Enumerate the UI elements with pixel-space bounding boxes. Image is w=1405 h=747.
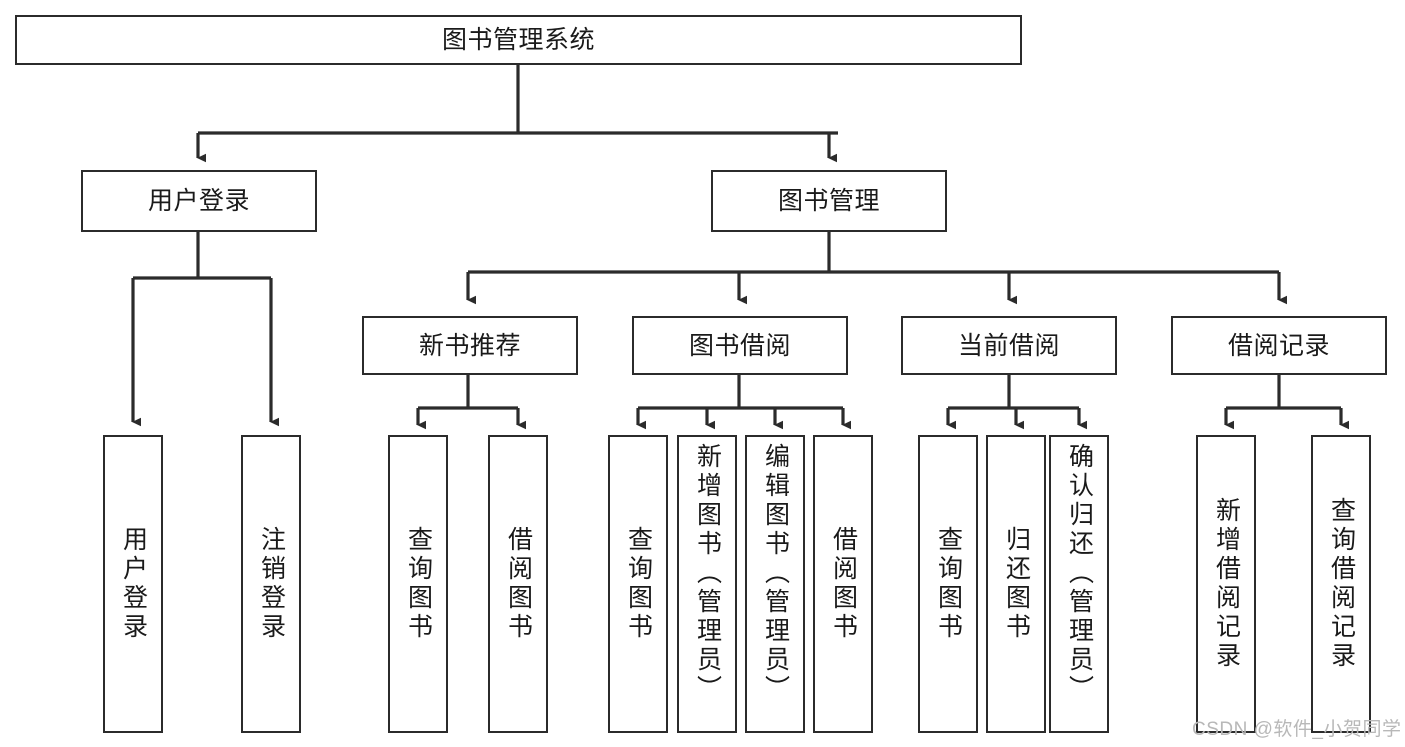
node-label: 借阅图书 bbox=[504, 526, 533, 642]
node-label: 查询图书 bbox=[404, 526, 433, 642]
node-label: 当前借阅 bbox=[957, 331, 1060, 360]
node-label: 图书管理 bbox=[777, 187, 880, 215]
node-label: 注销登录 bbox=[257, 526, 286, 642]
node-book-manage[interactable]: 图书管理 bbox=[711, 170, 947, 232]
node-label: 查询借阅记录 bbox=[1327, 497, 1356, 671]
node-current-borrow[interactable]: 当前借阅 bbox=[901, 316, 1117, 375]
leaf-query-book-recommend[interactable]: 查询图书 bbox=[388, 435, 448, 733]
node-label: 新增借阅记录 bbox=[1212, 497, 1241, 671]
node-label: 图书借阅 bbox=[688, 331, 791, 360]
node-label: 新增图书（管理员） bbox=[693, 443, 722, 704]
leaf-user-login[interactable]: 用户登录 bbox=[103, 435, 163, 733]
node-label: 查询图书 bbox=[624, 526, 653, 642]
node-borrow-record[interactable]: 借阅记录 bbox=[1171, 316, 1387, 375]
leaf-query-book-current[interactable]: 查询图书 bbox=[918, 435, 978, 733]
leaf-return-book[interactable]: 归还图书 bbox=[986, 435, 1046, 733]
leaf-borrow-book-recommend[interactable]: 借阅图书 bbox=[488, 435, 548, 733]
node-label: 编辑图书（管理员） bbox=[761, 443, 790, 704]
leaf-query-book-borrow[interactable]: 查询图书 bbox=[608, 435, 668, 733]
node-root-system[interactable]: 图书管理系统 bbox=[15, 15, 1022, 65]
node-user-login[interactable]: 用户登录 bbox=[81, 170, 317, 232]
leaf-borrow-book[interactable]: 借阅图书 bbox=[813, 435, 873, 733]
node-label: 查询图书 bbox=[934, 526, 963, 642]
node-book-borrow[interactable]: 图书借阅 bbox=[632, 316, 848, 375]
node-label: 用户登录 bbox=[147, 187, 250, 215]
node-label: 确认归还（管理员） bbox=[1065, 443, 1094, 704]
node-label: 图书管理系统 bbox=[441, 26, 595, 54]
node-label: 新书推荐 bbox=[418, 331, 521, 360]
csdn-watermark: CSDN @软件_小贺同学 bbox=[1192, 719, 1402, 740]
leaf-add-borrow-record[interactable]: 新增借阅记录 bbox=[1196, 435, 1256, 733]
node-label: 用户登录 bbox=[119, 526, 148, 642]
node-label: 借阅记录 bbox=[1227, 331, 1330, 360]
node-new-book-recommend[interactable]: 新书推荐 bbox=[362, 316, 578, 375]
leaf-confirm-return-admin[interactable]: 确认归还（管理员） bbox=[1049, 435, 1109, 733]
leaf-logout[interactable]: 注销登录 bbox=[241, 435, 301, 733]
node-label: 归还图书 bbox=[1002, 526, 1031, 642]
leaf-query-borrow-record[interactable]: 查询借阅记录 bbox=[1311, 435, 1371, 733]
leaf-add-book-admin[interactable]: 新增图书（管理员） bbox=[677, 435, 737, 733]
leaf-edit-book-admin[interactable]: 编辑图书（管理员） bbox=[745, 435, 805, 733]
node-label: 借阅图书 bbox=[829, 526, 858, 642]
